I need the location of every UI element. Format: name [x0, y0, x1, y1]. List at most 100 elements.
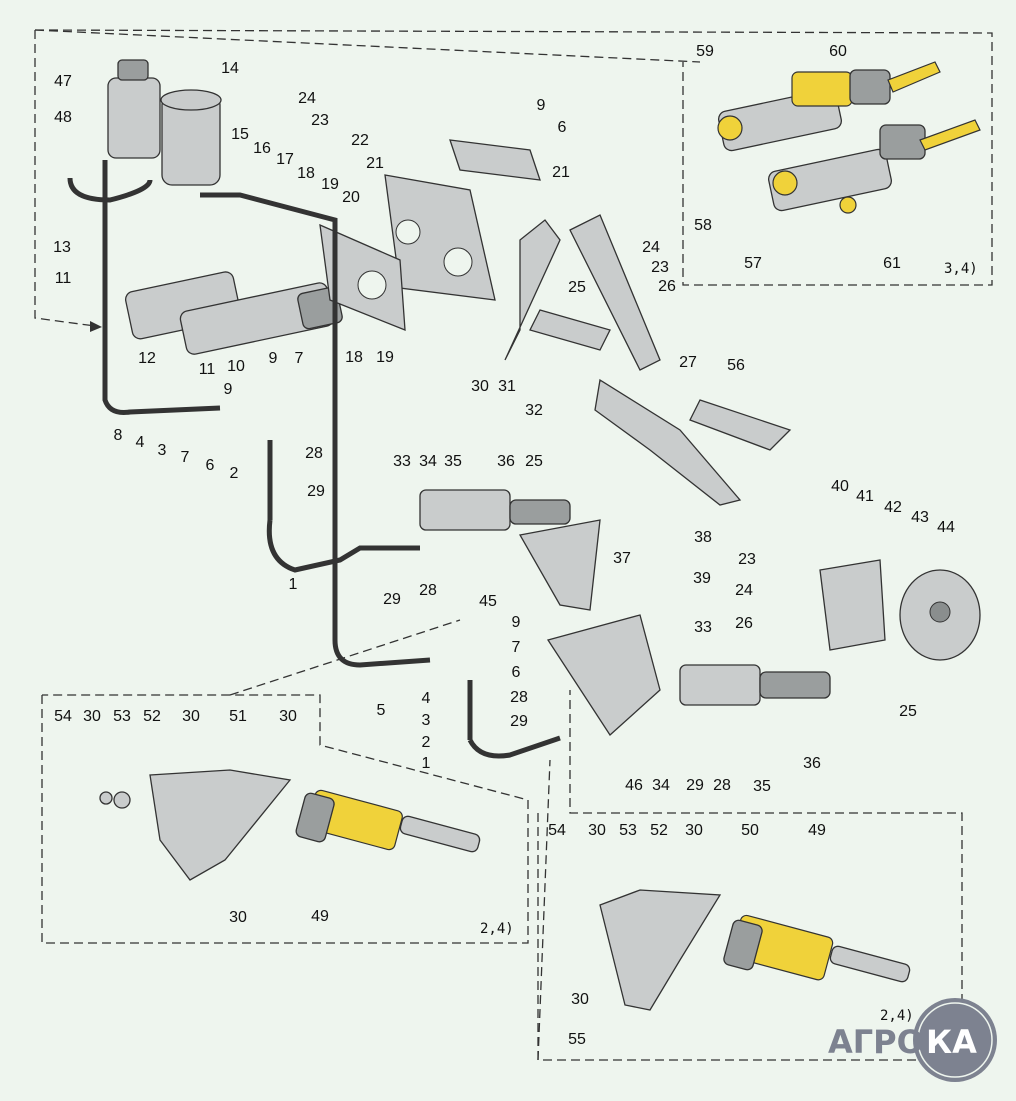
- callout-28: 28: [510, 689, 528, 706]
- callout-44: 44: [937, 519, 955, 536]
- callout-36: 36: [803, 755, 821, 772]
- logo-text-circle: КА: [926, 1023, 977, 1061]
- callout-11: 11: [55, 270, 72, 287]
- callout-56: 56: [727, 357, 745, 374]
- callout-48: 48: [54, 109, 72, 126]
- callout-19: 19: [321, 176, 339, 193]
- callout-9: 9: [269, 350, 278, 367]
- callout-23: 23: [738, 551, 756, 568]
- pedals: [504, 214, 792, 506]
- callout-24: 24: [298, 90, 316, 107]
- callout-24: 24: [735, 582, 753, 599]
- reservoirs: [107, 59, 222, 186]
- callout-39: 39: [693, 570, 711, 587]
- callout-31: 31: [498, 378, 516, 395]
- callout-9: 9: [512, 614, 521, 631]
- pedal-bracket: [319, 139, 541, 331]
- callout-57: 57: [744, 255, 762, 272]
- callout-49: 49: [311, 908, 329, 925]
- callout-47: 47: [54, 73, 72, 90]
- callout-5: 5: [377, 702, 386, 719]
- callout-60: 60: [829, 43, 847, 60]
- callout-54: 54: [54, 708, 72, 725]
- callout-52: 52: [143, 708, 161, 725]
- logo-text: АГРО: [828, 1023, 924, 1061]
- callout-35: 35: [444, 453, 462, 470]
- callout-10: 10: [227, 358, 245, 375]
- callout-9: 9: [537, 97, 546, 114]
- callout-14: 14: [221, 60, 239, 77]
- callout-12: 12: [138, 350, 156, 367]
- callout-11: 11: [199, 361, 216, 378]
- callout-3: 3: [422, 712, 431, 729]
- callout-30: 30: [571, 991, 589, 1008]
- callout-18: 18: [345, 349, 363, 366]
- callout-41: 41: [856, 488, 874, 505]
- callout-6: 6: [206, 457, 215, 474]
- callout-36: 36: [497, 453, 515, 470]
- callout-21: 21: [552, 164, 570, 181]
- callout-16: 16: [253, 140, 271, 157]
- hydraulic-lines: [67, 160, 561, 759]
- callout-29: 29: [383, 591, 401, 608]
- callout-18: 18: [297, 165, 315, 182]
- callout-1: 1: [289, 576, 298, 593]
- callout-28: 28: [305, 445, 323, 462]
- callout-30: 30: [685, 822, 703, 839]
- callout-35: 35: [753, 778, 771, 795]
- callout-7: 7: [512, 639, 521, 656]
- callout-54: 54: [548, 822, 566, 839]
- callout-2: 2: [422, 734, 431, 751]
- inset-right-assembly: [599, 889, 911, 1011]
- callout-37: 37: [613, 550, 631, 567]
- callout-3: 3: [158, 442, 167, 459]
- callout-30: 30: [182, 708, 200, 725]
- callout-42: 42: [884, 499, 902, 516]
- callout-23: 23: [651, 259, 669, 276]
- callout-19: 19: [376, 349, 394, 366]
- callout-30: 30: [83, 708, 101, 725]
- callout-45: 45: [479, 593, 497, 610]
- callout-38: 38: [694, 529, 712, 546]
- inset-left-assembly: [99, 769, 481, 881]
- callout-30: 30: [588, 822, 606, 839]
- callout-34: 34: [652, 777, 670, 794]
- callout-25: 25: [568, 279, 586, 296]
- callout-21: 21: [366, 155, 384, 172]
- callout-52: 52: [650, 822, 668, 839]
- callout-32: 32: [525, 402, 543, 419]
- callout-30: 30: [279, 708, 297, 725]
- inset-note-bottom-left: 2,4): [480, 921, 514, 937]
- callout-25: 25: [525, 453, 543, 470]
- callout-13: 13: [53, 239, 71, 256]
- callout-25: 25: [899, 703, 917, 720]
- inset-twin-cylinders: [717, 61, 981, 214]
- callout-23: 23: [311, 112, 329, 129]
- dashed-frames: [34, 29, 993, 1061]
- callout-9: 9: [224, 381, 233, 398]
- callout-40: 40: [831, 478, 849, 495]
- callout-4: 4: [136, 434, 145, 451]
- callout-4: 4: [422, 690, 431, 707]
- callout-1: 1: [422, 755, 431, 772]
- callout-34: 34: [419, 453, 437, 470]
- callout-15: 15: [231, 126, 249, 143]
- callout-53: 53: [113, 708, 131, 725]
- callout-43: 43: [911, 509, 929, 526]
- callout-29: 29: [510, 713, 528, 730]
- callout-33: 33: [694, 619, 712, 636]
- master-cylinders: [124, 271, 343, 355]
- callout-17: 17: [276, 151, 294, 168]
- callout-7: 7: [181, 449, 190, 466]
- callout-46: 46: [625, 777, 643, 794]
- callout-27: 27: [679, 354, 697, 371]
- callout-24: 24: [642, 239, 660, 256]
- callout-22: 22: [351, 132, 369, 149]
- callout-20: 20: [342, 189, 360, 206]
- callout-26: 26: [735, 615, 753, 632]
- callout-50: 50: [741, 822, 759, 839]
- callout-61: 61: [883, 255, 901, 272]
